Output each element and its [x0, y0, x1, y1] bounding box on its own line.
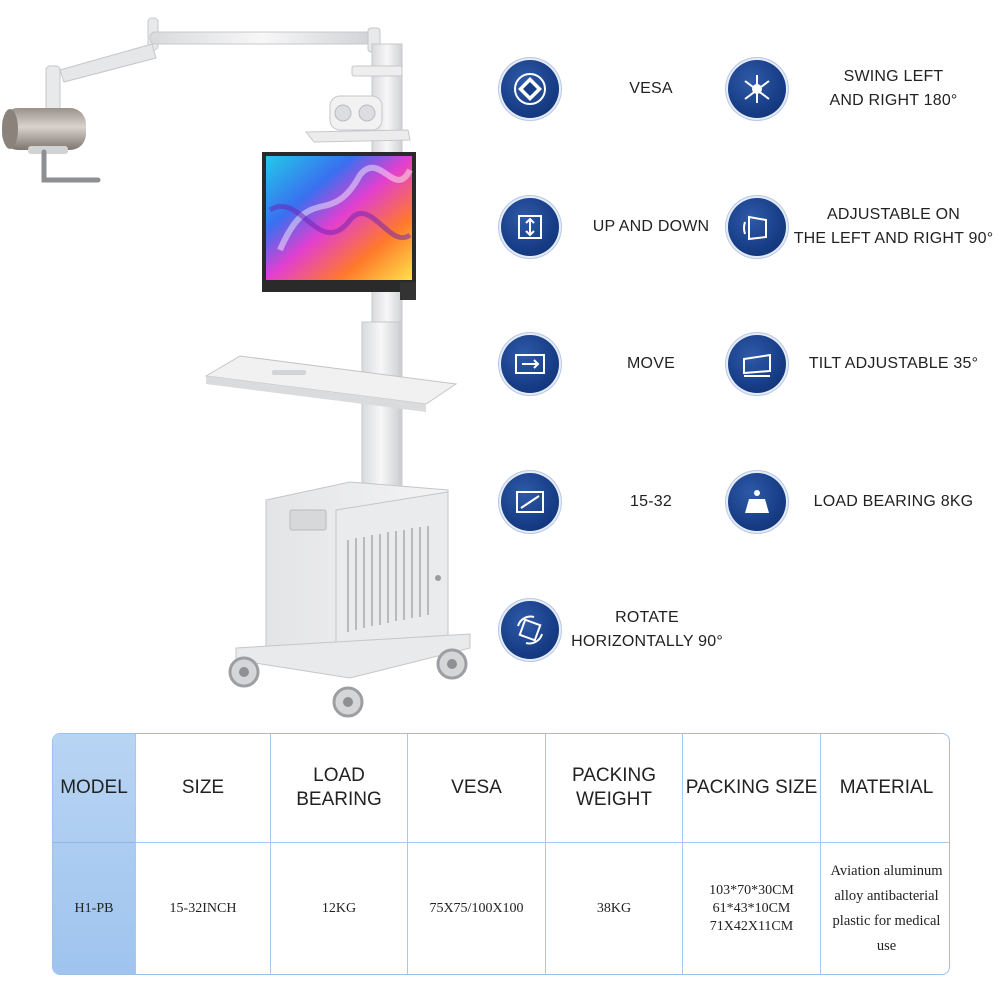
articulated-arm [45, 17, 381, 111]
tilt-panel-icon [728, 335, 786, 393]
feature-swing: SWING LEFT AND RIGHT 180° [728, 60, 1000, 118]
camera-head [2, 108, 101, 183]
cell-packing-weight: 38KG [596, 900, 632, 916]
weight-icon [728, 473, 786, 531]
screen-size-icon [501, 473, 559, 531]
cell-vesa: 75X75/100X100 [429, 900, 524, 916]
feature-label: ADJUSTABLE ON THE LEFT AND RIGHT 90° [793, 206, 994, 247]
header-size: SIZE [136, 734, 270, 843]
feature-label: VESA [629, 80, 673, 97]
cell-material: Aviation aluminum alloy antibacterial pl… [830, 862, 943, 954]
feature-vesa: VESA [501, 60, 743, 118]
keyboard-tray [204, 355, 458, 412]
cell-packing-size: 103*70*30CM 61*43*10CM 71X42X11CM [709, 882, 794, 934]
load-column: LOAD BEARING 12KG [270, 734, 407, 974]
feature-move: MOVE [501, 335, 743, 393]
feature-rotate: ROTATE HORIZONTALLY 90° [501, 601, 735, 659]
rotate-horizontal-icon [501, 601, 559, 659]
feature-label: ROTATE HORIZONTALLY 90° [571, 609, 723, 650]
feature-label: LOAD BEARING 8KG [813, 493, 974, 510]
feature-load: LOAD BEARING 8KG [728, 473, 1000, 531]
spec-table: MODEL H1-PB SIZE 15-32INCH LOAD BEARING … [52, 733, 950, 975]
up-down-icon [501, 198, 559, 256]
cell-size: 15-32INCH [169, 900, 237, 916]
feature-updown: UP AND DOWN [501, 198, 743, 256]
size-column: SIZE 15-32INCH [135, 734, 270, 974]
move-arrows-icon [501, 335, 559, 393]
material-column: MATERIAL Aviation aluminum alloy antibac… [820, 734, 949, 974]
lift-column [361, 321, 401, 499]
feature-tilt: TILT ADJUSTABLE 35° [728, 335, 1000, 393]
vesa-column: VESA 75X75/100X100 [407, 734, 545, 974]
cell-model: H1-PB [74, 900, 114, 916]
cell-load-bearing: 12KG [321, 900, 357, 916]
top-tray [304, 65, 411, 143]
feature-label: 15-32 [630, 493, 672, 510]
header-packing-size: PACKING SIZE [683, 734, 820, 843]
header-vesa: VESA [408, 734, 545, 843]
feature-adjust-lr: ADJUSTABLE ON THE LEFT AND RIGHT 90° [728, 198, 1000, 256]
feature-label: TILT ADJUSTABLE 35° [808, 355, 979, 372]
base-wheels [228, 633, 471, 718]
medical-cart-illustration [2, 17, 471, 718]
feature-label: SWING LEFT AND RIGHT 180° [829, 68, 958, 109]
packing-size-column: PACKING SIZE 103*70*30CM 61*43*10CM 71X4… [682, 734, 820, 974]
feature-label: UP AND DOWN [592, 218, 710, 235]
header-model: MODEL [53, 734, 135, 843]
rotate-panel-icon [728, 198, 786, 256]
vesa-logo-icon [501, 60, 559, 118]
header-load-bearing: LOAD BEARING [271, 734, 407, 843]
packing-weight-column: PACKING WEIGHT 38KG [545, 734, 682, 974]
header-material: MATERIAL [821, 734, 949, 843]
header-packing-weight: PACKING WEIGHT [546, 734, 682, 843]
model-column: MODEL H1-PB [53, 734, 135, 974]
swing-arrows-icon [728, 60, 786, 118]
feature-size: 15-32 [501, 473, 743, 531]
feature-label: MOVE [627, 355, 675, 372]
monitor [262, 152, 416, 300]
